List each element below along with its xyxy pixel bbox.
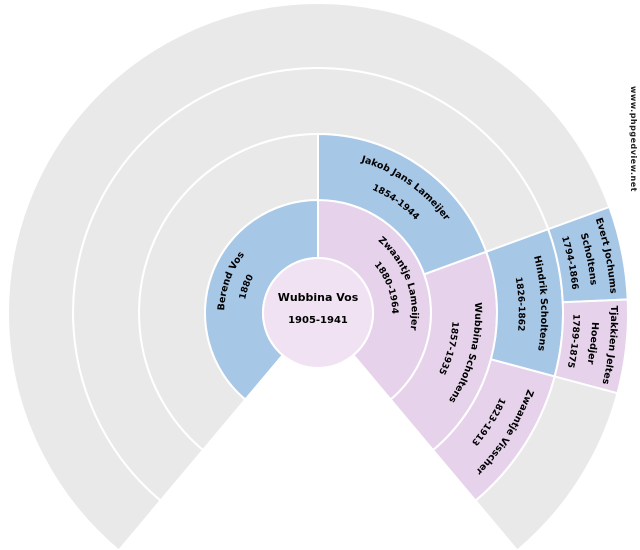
empty-ring-4 (7, 1, 629, 550)
person-sectors (204, 132, 629, 503)
person-dates-hindrik-scholtens: 1826-1862 (513, 276, 526, 331)
person-sector-zwaantje-visscher[interactable] (431, 358, 556, 503)
person-sector-tjakkien-jeltes-hoedjer[interactable] (553, 298, 629, 395)
center-person-circle[interactable] (262, 257, 374, 369)
center-person-dates: 1905-1941 (288, 315, 348, 326)
watermark-link[interactable]: www.phpgedview.net (629, 86, 638, 192)
center-person-name: Wubbina Vos (278, 291, 359, 304)
